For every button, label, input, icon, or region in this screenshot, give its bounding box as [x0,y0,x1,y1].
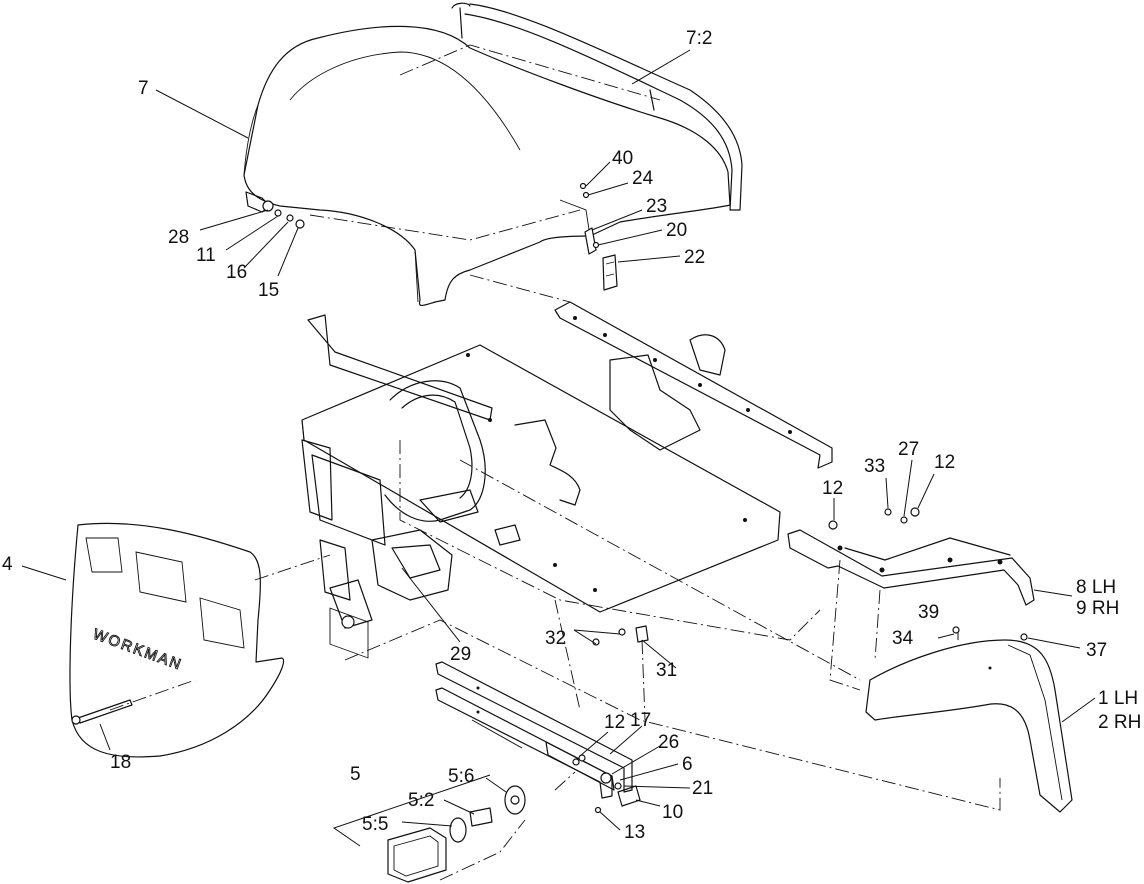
hood-part [243,25,731,307]
callout-21: 21 [692,778,713,799]
callout-10: 10 [662,802,683,823]
callout-24: 24 [632,168,654,189]
callout-39: 39 [918,602,939,623]
fender-bracket-part [787,529,1035,606]
callout-37: 37 [1086,640,1107,661]
callout-22: 22 [684,247,705,268]
callout-5-2: 5:2 [408,790,434,811]
callout-16: 16 [226,262,247,283]
callout-28: 28 [168,227,189,248]
callout-11: 11 [196,245,216,266]
alignment-lines [109,44,1001,881]
fender-part [865,639,1073,813]
callout-8-lh: 8 LH [1076,577,1116,598]
callout-27: 27 [898,439,919,460]
front-grille-part: WORKMAN [69,522,285,758]
callout-7-2: 7:2 [686,28,712,49]
callout-32: 32 [545,628,566,649]
headlight-bracket-part [435,661,641,814]
callout-4: 4 [2,554,13,575]
callout-29: 29 [450,644,471,665]
callout-2-rh: 2 RH [1098,712,1141,733]
callout-17: 17 [630,710,651,731]
bolt-part [71,699,133,725]
hood-seal-part [451,2,743,211]
callout-1-lh: 1 LH [1098,688,1138,709]
headlight-assembly-part [387,785,526,883]
callout-31: 31 [656,660,677,681]
fastener-hardware [578,507,1028,762]
callout-9-rh: 9 RH [1076,598,1119,619]
callout-7: 7 [138,78,149,99]
callout-6: 6 [682,754,693,775]
callout-18: 18 [110,752,131,773]
callout-12-b: 12 [934,452,955,473]
hood-hinge-hardware [262,182,618,291]
callout-33: 33 [864,456,885,477]
callout-leaders [21,49,1096,847]
callout-23: 23 [646,196,667,217]
callout-12-a: 12 [822,478,843,499]
callout-5-5: 5:5 [362,814,388,835]
callout-34: 34 [892,628,914,649]
front-frame-part [301,301,833,659]
callout-26: 26 [658,732,679,753]
callout-40: 40 [612,148,633,169]
callout-5: 5 [350,764,361,785]
callout-20: 20 [666,220,687,241]
callout-12-c: 12 [604,712,625,733]
callout-labels: 7 7:2 40 24 23 20 22 28 11 16 15 4 29 18… [2,28,1141,843]
callout-15: 15 [258,280,279,301]
callout-5-6: 5:6 [448,766,474,787]
callout-13: 13 [624,822,645,843]
